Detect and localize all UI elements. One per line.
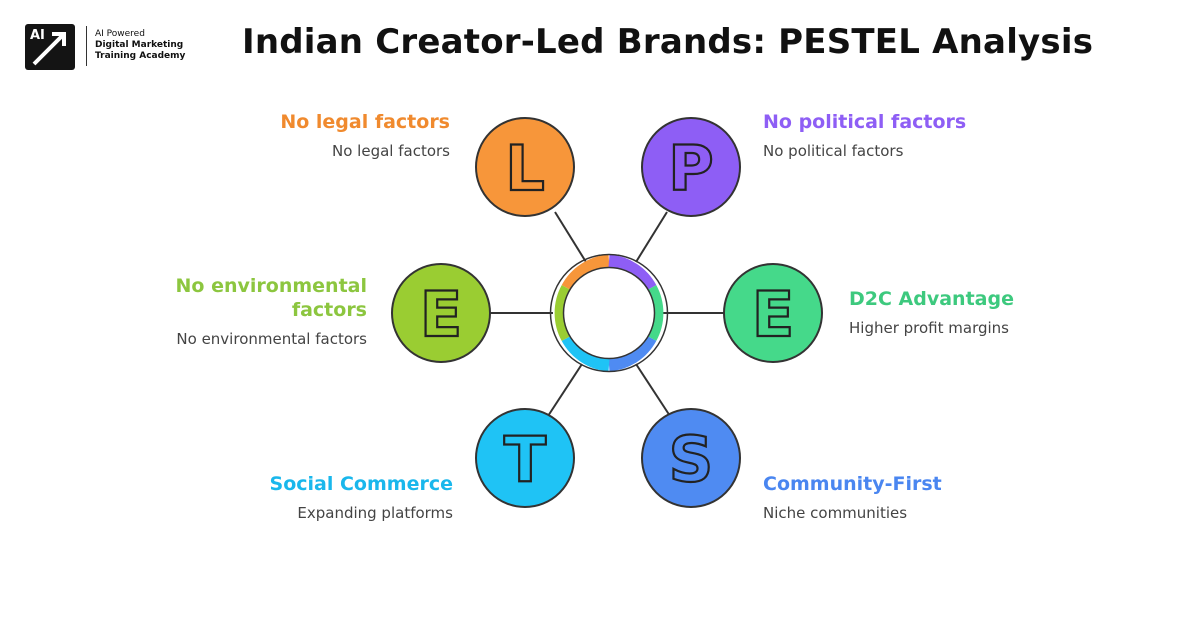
letter-l: L (505, 132, 545, 205)
factor-circle-social: S (641, 408, 741, 508)
arrow-icon (32, 32, 66, 66)
factor-circle-economic: E (723, 263, 823, 363)
environmental-heading-line2: factors (291, 299, 367, 321)
connector-political (635, 211, 668, 263)
factor-circle-technological: T (475, 408, 575, 508)
logo-badge-text: AI (30, 28, 45, 43)
social-description: Niche communities (763, 504, 908, 522)
logo-divider (86, 26, 87, 66)
factor-circle-environmental: E (391, 263, 491, 363)
ring-segment-environmental (554, 285, 574, 341)
central-ring (549, 253, 669, 373)
political-description: No political factors (763, 142, 904, 160)
economic-description: Higher profit margins (849, 319, 1009, 337)
connector-social (635, 363, 671, 417)
factor-circle-political: P (641, 117, 741, 217)
logo-line-2: Digital Marketing (95, 40, 184, 50)
environmental-heading-line1: No environmental (175, 275, 367, 297)
ring-segment-technological (561, 334, 610, 372)
logo-line-3: Training Academy (95, 51, 186, 61)
environmental-description: No environmental factors (176, 330, 367, 348)
ring-segment-political (608, 254, 657, 292)
political-label: No political factors No political factor… (763, 110, 966, 160)
technological-description: Expanding platforms (297, 504, 453, 522)
social-heading: Community-First (763, 473, 942, 495)
legal-description: No legal factors (332, 142, 450, 160)
connector-technological (547, 363, 583, 417)
ring-segment-social (608, 334, 657, 372)
connector-lines (490, 211, 724, 417)
ring-segment-economic (644, 285, 664, 341)
page-title: Indian Creator-Led Brands: PESTEL Analys… (242, 22, 1094, 62)
legal-heading: No legal factors (280, 111, 450, 133)
technological-label: Social Commerce Expanding platforms (270, 472, 453, 522)
letter-e-economic: E (752, 278, 794, 351)
technological-heading: Social Commerce (269, 473, 453, 495)
connector-legal (554, 211, 587, 263)
letter-t: T (504, 423, 546, 496)
legal-label: No legal factors No legal factors (280, 110, 450, 160)
academy-logo: AI (25, 24, 75, 70)
environmental-label: No environmental factors No environmenta… (176, 274, 367, 348)
ring-segment-legal (561, 254, 610, 292)
logo-line-1: AI Powered (95, 29, 145, 39)
letter-s: S (669, 423, 714, 496)
economic-heading: D2C Advantage (849, 288, 1014, 310)
factor-circle-legal: L (475, 117, 575, 217)
letter-e-environmental: E (420, 278, 462, 351)
political-heading: No political factors (763, 111, 967, 133)
economic-label: D2C Advantage Higher profit margins (849, 287, 1014, 337)
social-label: Community-First Niche communities (763, 472, 942, 522)
letter-p: P (668, 132, 713, 205)
logo-text: AI Powered Digital Marketing Training Ac… (95, 29, 185, 62)
